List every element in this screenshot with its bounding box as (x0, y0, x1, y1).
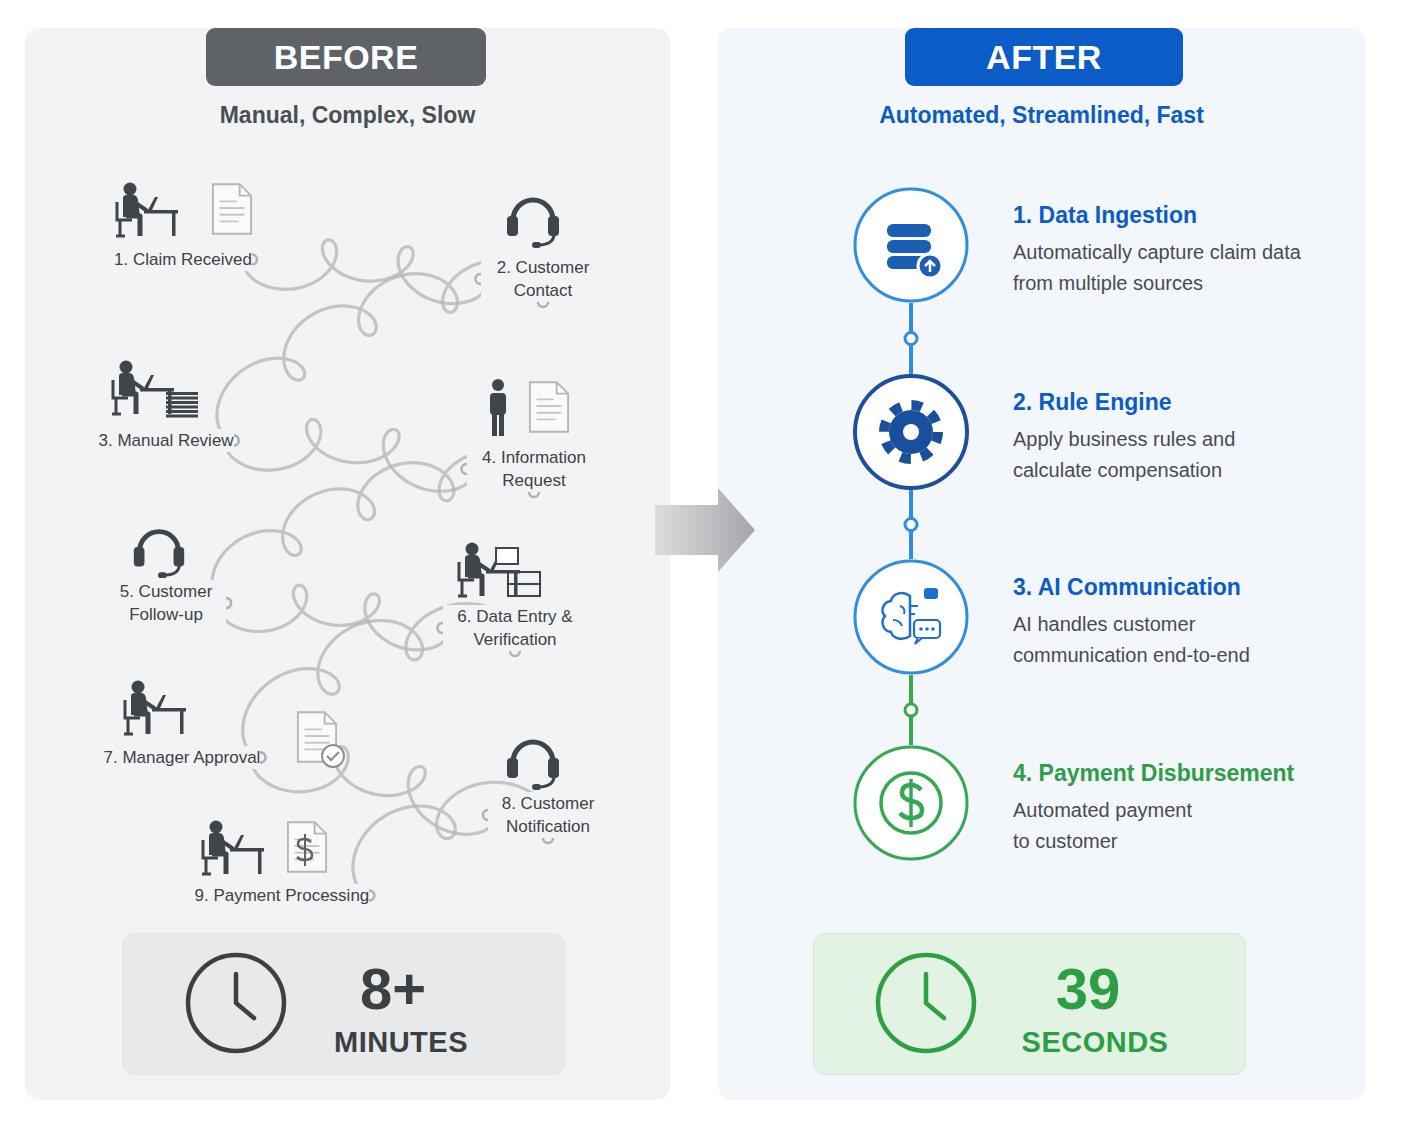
stage-description: Apply business rules and calculate compe… (1013, 424, 1303, 486)
time-unit: SECONDS (1022, 1028, 1169, 1057)
after-panel: AFTER1. Data IngestionAutomatically capt… (718, 28, 1365, 1100)
step-label: 1. Claim Received (114, 248, 252, 271)
stage-description: Automatically capture claim data from mu… (1013, 237, 1303, 299)
stage-circle-outline (853, 187, 969, 303)
step-label: 7. Manager Approval (104, 746, 261, 769)
step-label: 9. Payment Processing (195, 884, 370, 907)
before-badge: BEFORE (206, 28, 486, 86)
process-step: 3. Manual Review (99, 429, 234, 452)
time-unit: MINUTES (334, 1028, 468, 1057)
process-step: 2. Customer Contact (481, 256, 606, 302)
process-step: 8. Customer Notification (488, 792, 608, 838)
time-value: 39 (1056, 960, 1121, 1018)
step-label: 4. Information Request (467, 446, 602, 492)
step-label: 8. Customer Notification (488, 792, 608, 838)
stage-circle: 1. Data IngestionAutomatically capture c… (853, 187, 969, 303)
time-value: 8+ (360, 960, 426, 1018)
after-time-box: 39SECONDS (813, 933, 1246, 1075)
stage-circle: 3. AI CommunicationAI handles customer c… (853, 559, 969, 675)
step-label: 6. Data Entry & Verification (443, 605, 588, 651)
panel-subtitle: Automated, Streamlined, Fast (718, 101, 1365, 129)
before-time-box: 8+ MINUTES (122, 933, 565, 1075)
before-panel: BEFORE 1. Claim Received 2. Customer Conta… (25, 28, 670, 1100)
stage-heading: 4. Payment Disbursement (1013, 759, 1294, 787)
stage-circle-ring (855, 376, 967, 488)
stage-circle: 2. Rule EngineApply business rules and c… (853, 374, 969, 490)
stage-circle: 4. Payment DisbursementAutomated payment… (853, 745, 969, 861)
stage-circle-outline (853, 559, 969, 675)
process-step: 9. Payment Processing (195, 884, 370, 907)
stage-circle-ring (855, 561, 967, 673)
stage-circle-outline (853, 374, 969, 490)
stage-description: AI handles customer communication end-to… (1013, 609, 1303, 671)
stage-description: Automated payment to customer (1013, 795, 1213, 857)
panel-subtitle: Manual, Complex, Slow (25, 101, 670, 129)
process-step: 5. Customer Follow-up (106, 580, 226, 626)
after-badge: AFTER (905, 28, 1183, 86)
stage-circle-ring (855, 189, 967, 301)
stage-heading: 2. Rule Engine (1013, 388, 1171, 416)
process-step: 1. Claim Received (114, 248, 252, 271)
stage-circle-ring (855, 747, 967, 859)
stage-heading: 3. AI Communication (1013, 573, 1241, 601)
process-step: 6. Data Entry & Verification (443, 605, 588, 651)
process-step: 4. Information Request (467, 446, 602, 492)
stage-heading: 1. Data Ingestion (1013, 201, 1197, 229)
process-step: 7. Manager Approval (104, 746, 261, 769)
stage-circle-outline (853, 745, 969, 861)
step-label: 3. Manual Review (99, 429, 234, 452)
step-label: 2. Customer Contact (481, 256, 606, 302)
badge-label: BEFORE (274, 38, 419, 77)
step-label: 5. Customer Follow-up (106, 580, 226, 626)
badge-label: AFTER (986, 38, 1102, 77)
